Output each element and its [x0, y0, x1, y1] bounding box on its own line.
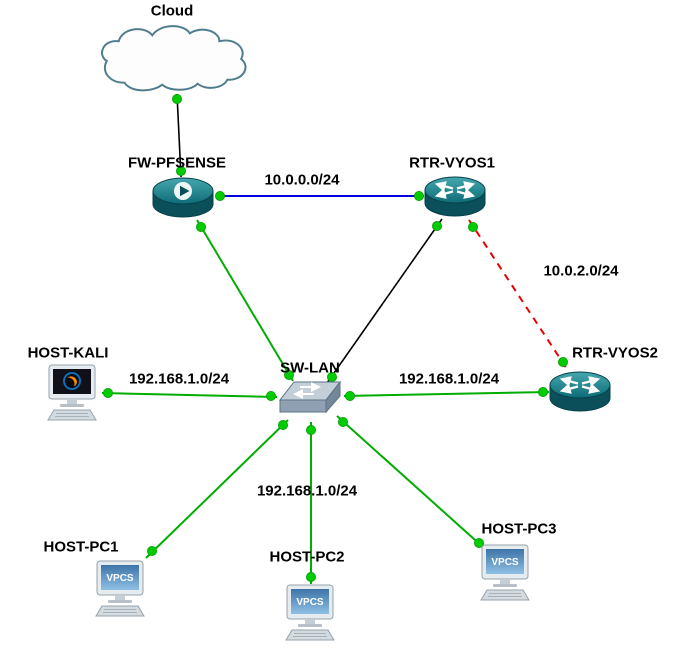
link-sw-lan--host-pc3[interactable] [336, 415, 485, 549]
link-status-dot [538, 386, 549, 397]
node-label-rtr-vyos2[interactable]: RTR-VYOS2 [572, 344, 658, 362]
node-label-host-kali[interactable]: HOST-KALI [27, 344, 109, 362]
link-label-fw-pfsense--rtr-vyos1[interactable]: 10.0.0.0/24 [264, 171, 340, 189]
node-label-rtr-vyos1[interactable]: RTR-VYOS1 [409, 154, 495, 172]
link-host-kali--sw-lan[interactable] [101, 392, 278, 398]
link-status-dot [146, 546, 157, 557]
link-status-dot [467, 221, 478, 232]
node-label-sw-lan[interactable]: SW-LAN [280, 359, 340, 377]
node-label-fw-pfsense[interactable]: FW-PFSENSE [127, 154, 227, 172]
link-status-dot [558, 356, 569, 367]
vpcs-pc-icon: VPCS [480, 544, 530, 601]
link-status-dot [473, 538, 484, 549]
node-sw-lan[interactable] [274, 374, 346, 422]
link-status-dot [103, 387, 114, 398]
link-sw-lan--rtr-vyos2[interactable] [343, 391, 550, 397]
keyboard [480, 589, 530, 601]
vpcs-pc-icon: VPCS [95, 560, 145, 617]
cloud-icon [101, 25, 247, 92]
node-label-host-pc1[interactable]: HOST-PC1 [43, 538, 119, 556]
router-icon [424, 176, 486, 217]
node-label-host-pc2[interactable]: HOST-PC2 [269, 548, 345, 566]
keyboard [47, 409, 97, 421]
node-label-cloud[interactable]: Cloud [150, 2, 194, 20]
firewall-icon [152, 177, 214, 218]
vpcs-pc-icon: VPCS [285, 584, 335, 641]
node-label-host-pc3[interactable]: HOST-PC3 [481, 520, 557, 538]
link-status-dot [413, 190, 424, 201]
router-icon [549, 371, 611, 412]
link-cloud--fw-pfsense[interactable] [176, 93, 182, 178]
link-status-dot [344, 390, 355, 401]
keyboard [285, 629, 335, 641]
node-host-pc3[interactable]: VPCS [477, 544, 533, 602]
link-label-sw-lan--host-pc2[interactable]: 192.168.1.0/24 [256, 482, 358, 500]
link-sw-lan--host-pc1[interactable] [145, 419, 289, 559]
node-fw-pfsense[interactable] [151, 176, 215, 220]
link-status-dot [175, 165, 186, 176]
vpcs-screen-label: VPCS [106, 573, 134, 584]
vpcs-screen-label: VPCS [296, 597, 324, 608]
switch-icon [278, 380, 342, 414]
link-fw-pfsense--sw-lan[interactable] [196, 219, 294, 382]
link-status-dot [283, 369, 294, 380]
node-rtr-vyos2[interactable] [548, 370, 612, 414]
link-status-dot [305, 424, 316, 435]
node-cloud[interactable] [95, 23, 253, 95]
link-status-dot [214, 190, 225, 201]
keyboard [95, 605, 145, 617]
link-status-dot [277, 419, 288, 430]
link-rtr-vyos1--rtr-vyos2[interactable] [468, 219, 568, 370]
kali-pc-icon [47, 364, 97, 421]
link-status-dot [171, 94, 182, 105]
vpcs-screen-label: VPCS [491, 557, 519, 568]
node-host-kali[interactable] [44, 364, 100, 422]
node-rtr-vyos1[interactable] [423, 175, 487, 219]
node-host-pc2[interactable]: VPCS [282, 584, 338, 642]
link-status-dot [305, 572, 316, 583]
link-status-dot [265, 390, 276, 401]
link-label-sw-lan--rtr-vyos2[interactable]: 192.168.1.0/24 [398, 370, 500, 388]
link-rtr-vyos1--sw-lan[interactable] [326, 218, 443, 384]
link-status-dot [431, 220, 442, 231]
link-status-dot [337, 416, 348, 427]
link-label-rtr-vyos1--rtr-vyos2[interactable]: 10.0.2.0/24 [543, 262, 619, 280]
link-status-dot [195, 221, 206, 232]
node-host-pc1[interactable]: VPCS [92, 560, 148, 618]
link-label-host-kali--sw-lan[interactable]: 192.168.1.0/24 [128, 370, 230, 388]
